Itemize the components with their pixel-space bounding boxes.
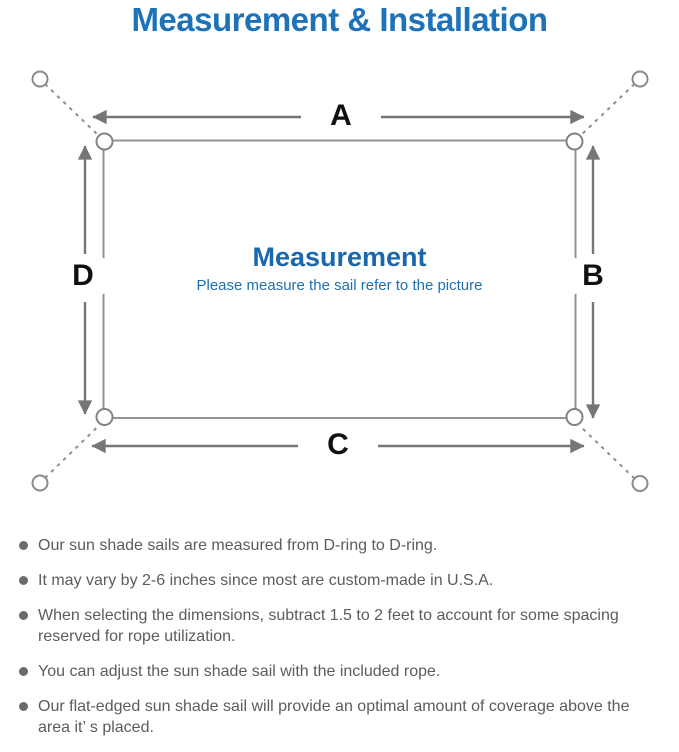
list-item: It may vary by 2-6 inches since most are… [14,570,669,591]
rope-top-left [44,83,101,138]
list-item-text: You can adjust the sun shade sail with t… [38,663,441,680]
bullet-icon [19,611,28,620]
d-ring-top-left [95,132,114,151]
list-item-text: It may vary by 2-6 inches since most are… [38,572,494,589]
list-item: Our flat-edged sun shade sail will provi… [14,696,669,738]
bullet-icon [19,576,28,585]
anchor-circle-bottom-left [31,474,49,492]
anchor-circle-top-left [31,70,49,88]
list-item: Our sun shade sails are measured from D-… [14,535,669,556]
list-item-text: Our flat-edged sun shade sail will provi… [38,698,630,736]
dimension-arrows [77,109,601,454]
bullet-icon [19,541,28,550]
rope-bottom-left [44,424,101,479]
bullet-icon [19,702,28,711]
d-ring-top-right [565,132,584,151]
dimension-label-b: B [553,258,633,294]
measurement-subheading: Please measure the sail refer to the pic… [196,277,483,294]
dimension-label-d: D [43,258,123,294]
instruction-list: Our sun shade sails are measured from D-… [14,535,669,752]
anchor-circle-top-right [631,70,649,88]
dimension-label-c: C [298,427,378,463]
d-ring-bottom-right [565,408,584,426]
list-item: You can adjust the sun shade sail with t… [14,661,669,682]
bullet-icon [19,667,28,676]
list-item-text: When selecting the dimensions, subtract … [38,607,619,645]
rope-bottom-right [578,424,636,480]
anchor-circle-bottom-right [631,475,649,492]
list-item: When selecting the dimensions, subtract … [14,605,669,647]
d-ring-bottom-left [95,408,114,426]
page-title: Measurement & Installation [131,1,548,38]
rope-top-right [578,83,636,138]
dimension-label-a: A [301,98,381,134]
list-item-text: Our sun shade sails are measured from D-… [38,537,438,554]
measurement-heading: Measurement [252,242,427,272]
anchor-point-circles [31,70,649,492]
corner-d-rings [95,132,584,426]
